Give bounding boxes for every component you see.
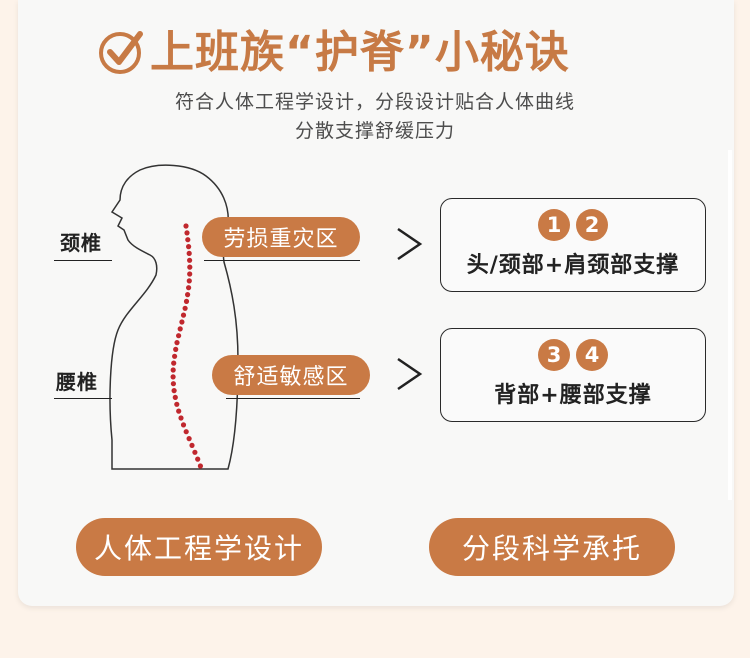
comfort-zone-pill: 舒适敏感区	[212, 355, 370, 395]
spine-dot	[174, 401, 180, 407]
spine-dot	[183, 429, 189, 435]
subtitle-line-2: 分散支撑舒缓压力	[294, 120, 455, 142]
spine-dot	[185, 292, 191, 298]
strain-zone-underline	[204, 260, 360, 261]
check-circle-icon	[99, 31, 143, 74]
spine-dot	[186, 436, 192, 442]
spine-dot	[187, 271, 193, 277]
spine-dot	[176, 333, 182, 339]
spine-dot	[195, 456, 201, 462]
head-neck-support-text: 头/颈部+肩颈部支撑	[466, 253, 680, 278]
spine-dot	[172, 394, 178, 400]
spine-dot	[176, 408, 182, 414]
page-title: 上班族“护脊”小秘诀	[150, 27, 570, 78]
spine-dot	[185, 237, 191, 243]
back-waist-support-text: 背部+腰部支撑	[494, 383, 652, 408]
spine-dot	[170, 374, 176, 380]
divider-stripe	[728, 150, 732, 500]
waist-label-underline	[54, 398, 112, 399]
spine-dot	[186, 244, 192, 250]
spine-dot	[187, 264, 193, 270]
neck-label: 颈椎	[60, 231, 102, 255]
body-outline	[109, 164, 239, 470]
segmented-support-button: 分段科学承托	[429, 518, 675, 576]
spine-dot	[170, 367, 176, 373]
number-badge: 3	[538, 339, 570, 371]
back-waist-support-box: 3 4 背部+腰部支撑	[440, 328, 706, 422]
comfort-zone-underline	[226, 398, 360, 399]
spine-dot	[171, 360, 177, 366]
spine-dot	[187, 257, 193, 263]
spine-dot	[174, 340, 180, 346]
spine-dot	[178, 415, 184, 421]
spine-dot	[173, 346, 179, 352]
spine-dot	[189, 442, 195, 448]
chevron-right-icon	[397, 357, 423, 391]
spine-dots	[170, 223, 203, 469]
spine-dot	[197, 463, 203, 469]
strain-zone-pill: 劳损重灾区	[202, 217, 360, 257]
spine-dot	[171, 388, 177, 394]
spine-dot	[186, 250, 192, 256]
subtitle-line-1: 符合人体工程学设计，分段设计贴合人体曲线	[174, 91, 575, 113]
human-silhouette-illustration	[109, 164, 239, 470]
header: 上班族“护脊”小秘诀	[98, 22, 658, 84]
spine-dot	[186, 285, 192, 291]
spine-dot	[184, 230, 190, 236]
spine-dot	[177, 326, 183, 332]
waist-label: 腰椎	[56, 370, 98, 394]
spine-dot	[186, 278, 192, 284]
info-card	[18, 0, 734, 606]
spine-dot	[183, 298, 190, 304]
spine-dot	[172, 353, 178, 359]
spine-dot	[192, 449, 198, 455]
neck-label-underline	[54, 260, 112, 261]
spine-dot	[183, 223, 189, 229]
spine-dot	[180, 312, 187, 318]
head-neck-support-box: 1 2 头/颈部+肩颈部支撑	[440, 198, 706, 292]
spine-dot	[180, 422, 187, 428]
number-badge: 1	[538, 209, 570, 241]
chevron-right-icon	[397, 227, 423, 261]
ergonomic-design-button: 人体工程学设计	[76, 518, 322, 576]
spine-dot	[179, 319, 185, 325]
number-badge: 2	[576, 209, 608, 241]
spine-dot	[170, 381, 176, 387]
spine-dot	[182, 305, 188, 311]
number-badge: 4	[576, 339, 608, 371]
